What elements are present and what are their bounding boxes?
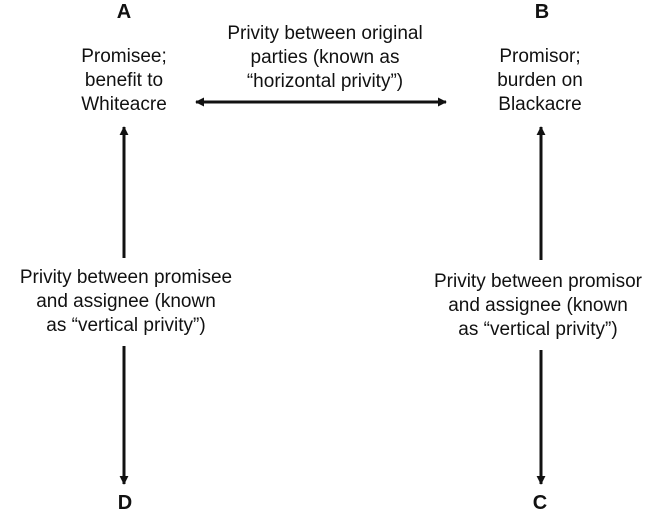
- vertical-privity-left-line: Privity between promisee: [19, 267, 233, 288]
- node-a-letter: A: [116, 1, 132, 23]
- node-a-line: Whiteacre: [81, 94, 167, 115]
- node-b-letter: B: [534, 1, 550, 23]
- node-d-letter: D: [117, 492, 133, 514]
- node-b-line: Blackacre: [498, 94, 582, 115]
- vertical-privity-right-line: as “vertical privity”): [458, 319, 618, 340]
- node-a-line: Promisee;: [81, 46, 167, 67]
- node-a-line: benefit to: [84, 70, 164, 91]
- horizontal-privity-line: parties (known as: [250, 47, 400, 68]
- vertical-privity-right-label: Privity between promisor and assignee (k…: [412, 270, 664, 342]
- horizontal-privity-label: Privity between original parties (known …: [195, 22, 455, 94]
- horizontal-privity-line: Privity between original: [227, 23, 423, 44]
- horizontal-privity-line: “horizontal privity”): [246, 71, 404, 92]
- vertical-privity-right-line: Privity between promisor: [433, 271, 643, 292]
- vertical-privity-left-line: and assignee (known: [36, 291, 216, 312]
- node-a-description: Promisee; benefit to Whiteacre: [64, 45, 184, 117]
- node-b-line: burden on: [497, 70, 583, 91]
- vertical-privity-left-line: as “vertical privity”): [46, 315, 206, 336]
- vertical-privity-right-line: and assignee (known: [448, 295, 628, 316]
- node-c-letter: C: [532, 492, 548, 514]
- vertical-privity-left-label: Privity between promisee and assignee (k…: [0, 266, 252, 338]
- node-b-description: Promisor; burden on Blackacre: [480, 45, 600, 117]
- node-b-line: Promisor;: [499, 46, 581, 67]
